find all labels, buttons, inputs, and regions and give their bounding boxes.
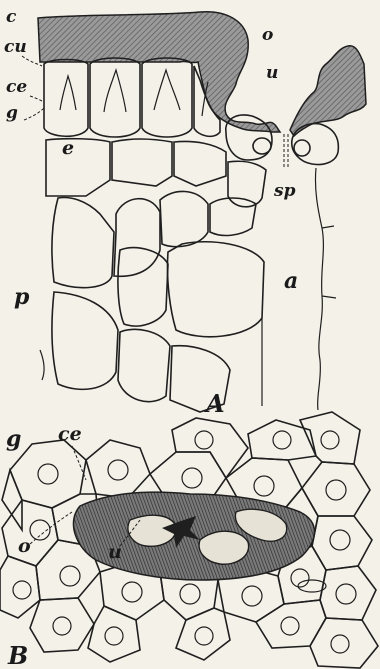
epidermal-cell <box>142 58 192 137</box>
epidermal-cell <box>44 60 88 137</box>
label-c: c <box>6 7 17 27</box>
mesophyll-cell <box>167 242 264 337</box>
mesophyll-cell <box>46 139 110 196</box>
mesophyll-cell <box>118 329 170 401</box>
mesophyll-cell <box>118 248 168 326</box>
label-e: e <box>62 137 74 159</box>
label-b-g: g <box>6 426 21 452</box>
label-sp: sp <box>273 181 296 201</box>
cuticle-layer-right <box>290 46 366 136</box>
panel-b-label: B <box>7 641 28 669</box>
label-cu: cu <box>4 37 27 57</box>
stomatal-pit-inner <box>199 531 249 564</box>
label-b-o: o <box>18 535 31 557</box>
mesophyll-cell <box>160 191 208 246</box>
guard-cell <box>292 124 339 165</box>
label-a: a <box>284 268 298 294</box>
label-b-ce: ce <box>58 423 82 445</box>
mesophyll-cell <box>52 292 118 389</box>
label-p: p <box>14 284 30 310</box>
epidermal-cell <box>90 58 140 137</box>
mesophyll-cell <box>114 199 160 277</box>
mesophyll-cell <box>52 198 114 288</box>
label-g: g <box>6 103 18 123</box>
cuticle-layer <box>38 12 280 132</box>
label-u: u <box>266 63 278 83</box>
colored-cell-inclusion <box>298 580 326 592</box>
panel-a-label: A <box>204 389 225 418</box>
panel-b <box>0 412 378 668</box>
panel-a <box>38 12 366 412</box>
label-b-u: u <box>108 541 122 563</box>
guard-cell-nucleus <box>253 138 271 154</box>
label-ce: ce <box>6 77 27 97</box>
mesophyll-cell <box>174 141 226 186</box>
mesophyll-cell <box>112 139 172 186</box>
label-o: o <box>262 25 273 45</box>
cell-wall <box>315 168 323 410</box>
guard-cell-nucleus <box>294 140 310 156</box>
